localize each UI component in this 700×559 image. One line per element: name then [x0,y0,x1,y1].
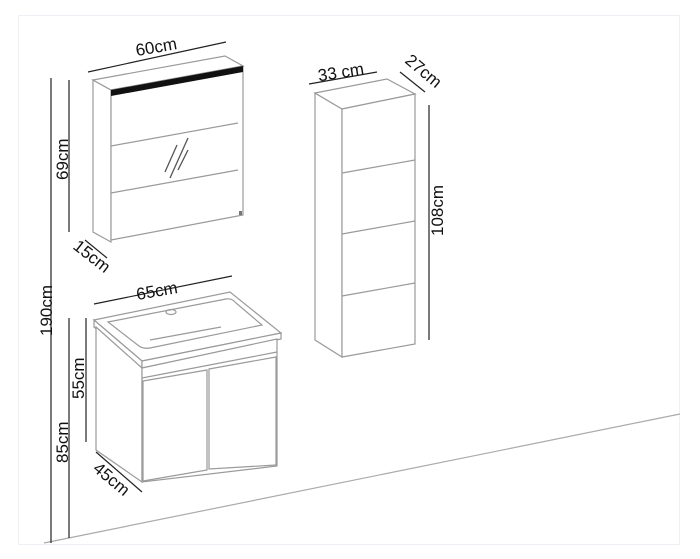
vanity-door-left [142,369,208,482]
mirror-height-label: 69cm [53,138,72,180]
tall-width-label: 33 cm [317,59,366,85]
tall-cabinet [313,78,417,359]
panel-line [341,282,416,297]
tall-cabinet-side [314,91,343,359]
total-height-dimension: 190cm [37,78,56,543]
floor-line [43,413,681,544]
basin-edge-front [141,332,282,369]
switch-icon [239,211,242,215]
drawer-line [141,351,278,379]
tall-height-label: 108cm [428,185,447,236]
mirror-glare-icon [177,149,189,171]
mirror-width-label: 60cm [134,34,178,60]
mirror-depth-label: 15cm [70,236,114,277]
vanity-door-right [208,356,277,470]
basin-shelf-line [149,326,222,341]
mirror-glare-icon [169,137,189,179]
tall-height-dimension: 108cm [428,105,447,340]
mirror-height-dimension: 69cm [53,80,72,232]
mirror-glare-icon [164,144,178,173]
panel-line [341,220,416,235]
mount-height-label: 85cm [53,421,72,463]
basin-bowl [106,298,264,349]
tall-depth-dimension: 27cm [399,51,445,93]
mirror-cabinet [91,55,245,244]
total-height-label: 190cm [37,285,56,336]
mirror-cabinet-side [92,78,112,244]
panel-line [341,159,416,174]
tap-hole-icon [165,308,177,316]
tall-depth-label: 27cm [401,51,445,92]
tall-cabinet-front [341,93,416,358]
shelf-line [110,169,239,194]
mount-height-dimension: 85cm [53,318,72,538]
vanity-height-label: 55cm [69,357,88,399]
mirror-depth-dimension: 15cm [70,236,114,277]
vanity-unit [92,291,283,484]
drawing-frame [18,15,680,545]
vanity-width-label: 65cm [135,278,179,304]
led-light-strip [111,66,243,96]
vanity-height-dimension: 55cm [69,318,88,442]
tall-width-dimension: 33 cm [308,59,378,85]
shelf-line [110,122,239,147]
